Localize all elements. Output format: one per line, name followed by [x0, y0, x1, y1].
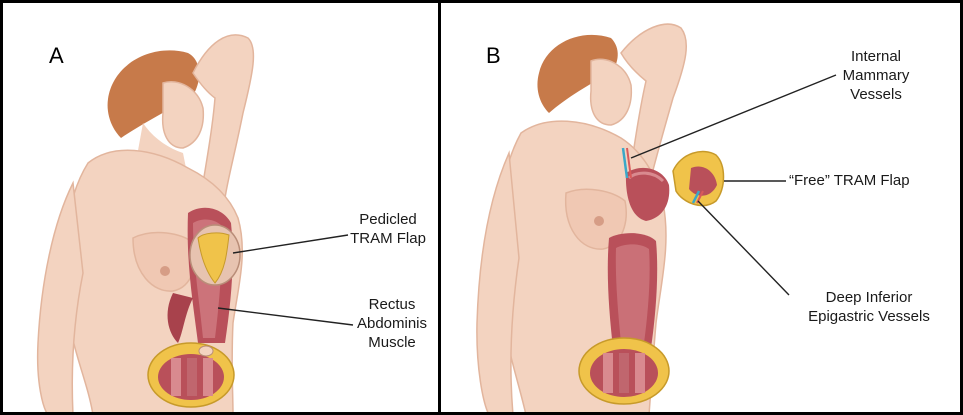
label-line: Internal — [836, 47, 916, 66]
label-line: Deep Inferior — [789, 288, 949, 307]
label-rectus-abdominis-muscle: Rectus Abdominis Muscle — [353, 295, 431, 352]
label-line: Epigastric Vessels — [789, 307, 949, 326]
label-internal-mammary-vessels: Internal Mammary Vessels — [836, 47, 916, 104]
label-line: Pedicled — [348, 210, 428, 229]
label-line: TRAM Flap — [348, 229, 428, 248]
label-line: Abdominis — [353, 314, 431, 333]
label-pedicled-tram-flap: Pedicled TRAM Flap — [348, 210, 428, 248]
label-free-tram-flap: “Free” TRAM Flap — [789, 171, 959, 190]
label-line: Vessels — [836, 85, 916, 104]
label-line: Muscle — [353, 333, 431, 352]
panel-a: A Pedicled TRAM — [0, 0, 441, 415]
label-line: Mammary — [836, 66, 916, 85]
panel-b: B — [438, 0, 963, 415]
illustration-pedicled-tram — [3, 3, 441, 415]
label-line: Rectus — [353, 295, 431, 314]
label-deep-inferior-epigastric-vessels: Deep Inferior Epigastric Vessels — [789, 288, 949, 326]
